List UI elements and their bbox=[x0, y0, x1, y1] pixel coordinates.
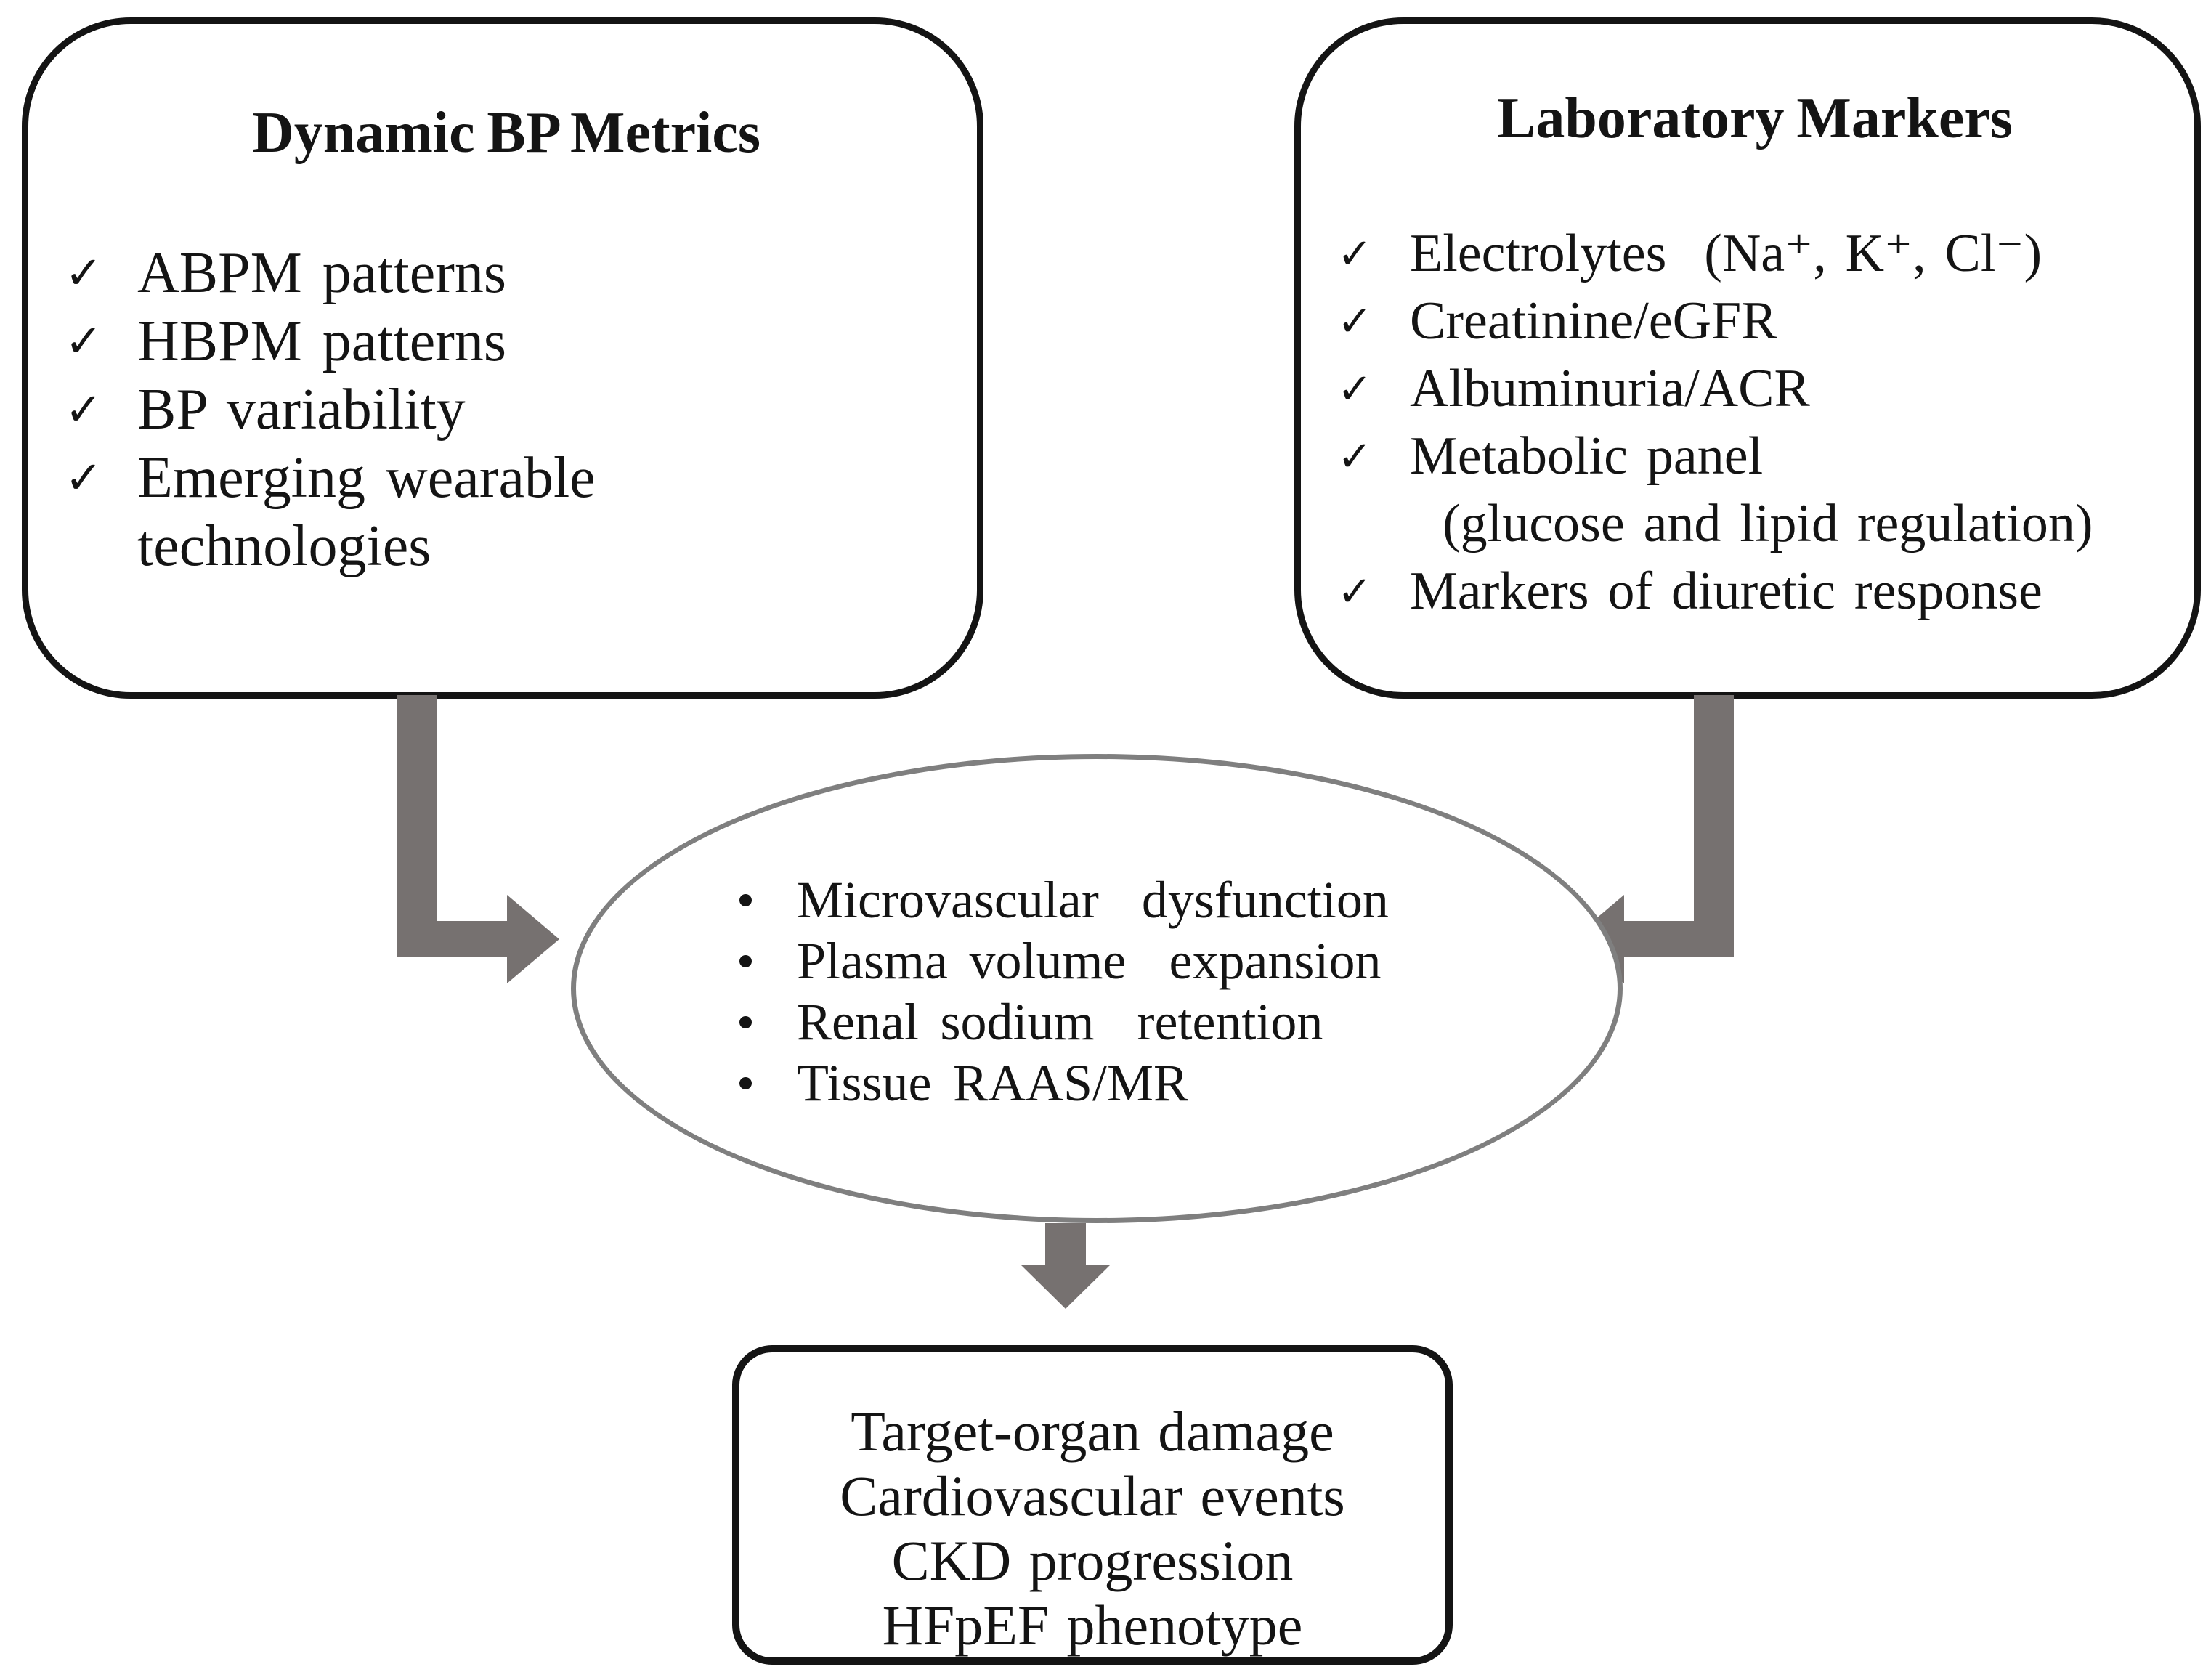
bullet-icon bbox=[739, 1077, 752, 1089]
list-item: ✓ ABPM patterns bbox=[65, 239, 948, 307]
list-item-label: BP variability bbox=[137, 378, 466, 442]
list-item: ✓ Markers of diuretic response bbox=[1337, 558, 2173, 625]
checkmark-icon: ✓ bbox=[1337, 364, 1373, 413]
list-item-label: Microvascular dysfunction bbox=[797, 871, 1389, 929]
list-item: Renal sodium retention bbox=[739, 991, 1389, 1052]
list-item: ✓ Electrolytes (Na⁺, K⁺, Cl⁻) bbox=[1337, 220, 2173, 288]
list-item: ✓ Creatinine/eGFR bbox=[1337, 288, 2173, 355]
checkmark-icon: ✓ bbox=[1337, 567, 1373, 616]
laboratory-markers-title: Laboratory Markers bbox=[1497, 86, 2013, 150]
list-item-label: technologies bbox=[137, 514, 431, 578]
list-item-label: Renal sodium retention bbox=[797, 993, 1323, 1051]
list-item-label: Markers of diuretic response bbox=[1410, 561, 2042, 621]
list-item-label: Electrolytes (Na⁺, K⁺, Cl⁻) bbox=[1410, 224, 2042, 283]
list-item: Tissue RAAS/MR bbox=[739, 1052, 1389, 1113]
laboratory-markers-box: Laboratory Markers ✓ Electrolytes (Na⁺, … bbox=[1294, 17, 2201, 699]
outcome-line: CKD progression bbox=[891, 1529, 1294, 1592]
list-item: ✓ HBPM patterns bbox=[65, 307, 948, 376]
outcome-line: HFpEF phenotype bbox=[882, 1594, 1303, 1657]
dynamic-bp-metrics-list: ✓ ABPM patterns ✓ HBPM patterns ✓ BP var… bbox=[65, 239, 948, 580]
dynamic-bp-metrics-title: Dynamic BP Metrics bbox=[251, 101, 761, 165]
down-arrow-head-icon bbox=[1021, 1265, 1110, 1309]
mechanisms-list: Microvascular dysfunction Plasma volume … bbox=[739, 869, 1389, 1113]
bullet-icon bbox=[739, 894, 752, 906]
list-item: Plasma volume expansion bbox=[739, 930, 1389, 991]
list-item-label: Metabolic panel bbox=[1410, 426, 1764, 486]
list-item-label: Tissue RAAS/MR bbox=[797, 1054, 1189, 1112]
checkmark-icon: ✓ bbox=[1337, 229, 1373, 278]
bullet-icon bbox=[739, 955, 752, 967]
list-item-label: HBPM patterns bbox=[137, 309, 506, 373]
checkmark-icon: ✓ bbox=[65, 451, 103, 504]
left-arrow-vertical-segment bbox=[397, 695, 437, 957]
list-item: ✓ Albuminuria/ACR bbox=[1337, 355, 2173, 423]
checkmark-icon: ✓ bbox=[1337, 296, 1373, 346]
checkmark-icon: ✓ bbox=[1337, 431, 1373, 481]
list-item-label: Creatinine/eGFR bbox=[1410, 291, 1777, 351]
left-arrow-horizontal-segment bbox=[397, 921, 507, 957]
list-item-label: Albuminuria/ACR bbox=[1410, 359, 1810, 418]
list-item: Microvascular dysfunction bbox=[739, 869, 1389, 930]
mechanisms-ellipse: Microvascular dysfunction Plasma volume … bbox=[571, 754, 1623, 1223]
checkmark-icon: ✓ bbox=[65, 315, 103, 368]
list-item-label: Plasma volume expansion bbox=[797, 932, 1382, 990]
list-item-label: (glucose and lipid regulation) bbox=[1443, 494, 2093, 553]
right-arrow-vertical-segment bbox=[1694, 695, 1734, 957]
list-item: ✓ BP variability bbox=[65, 376, 948, 444]
list-item-label: ABPM patterns bbox=[137, 241, 506, 305]
list-item-label: Emerging wearable bbox=[137, 446, 596, 510]
list-item: ✓ Metabolic panel (glucose and lipid regu… bbox=[1337, 423, 2173, 558]
right-arrow-horizontal-segment bbox=[1624, 921, 1734, 957]
outcome-line: Target-organ damage bbox=[851, 1400, 1334, 1463]
outcomes-box: Target-organ damage Cardiovascular event… bbox=[732, 1345, 1453, 1665]
checkmark-icon: ✓ bbox=[65, 383, 103, 436]
dynamic-bp-metrics-box: Dynamic BP Metrics ✓ ABPM patterns ✓ HBP… bbox=[22, 17, 983, 699]
outcome-line: Cardiovascular events bbox=[840, 1464, 1345, 1527]
laboratory-markers-list: ✓ Electrolytes (Na⁺, K⁺, Cl⁻) ✓ Creatini… bbox=[1337, 220, 2173, 625]
left-arrow-head-icon bbox=[507, 895, 559, 983]
checkmark-icon: ✓ bbox=[65, 246, 103, 299]
down-arrow-vertical-segment bbox=[1045, 1223, 1086, 1267]
bullet-icon bbox=[739, 1016, 752, 1028]
